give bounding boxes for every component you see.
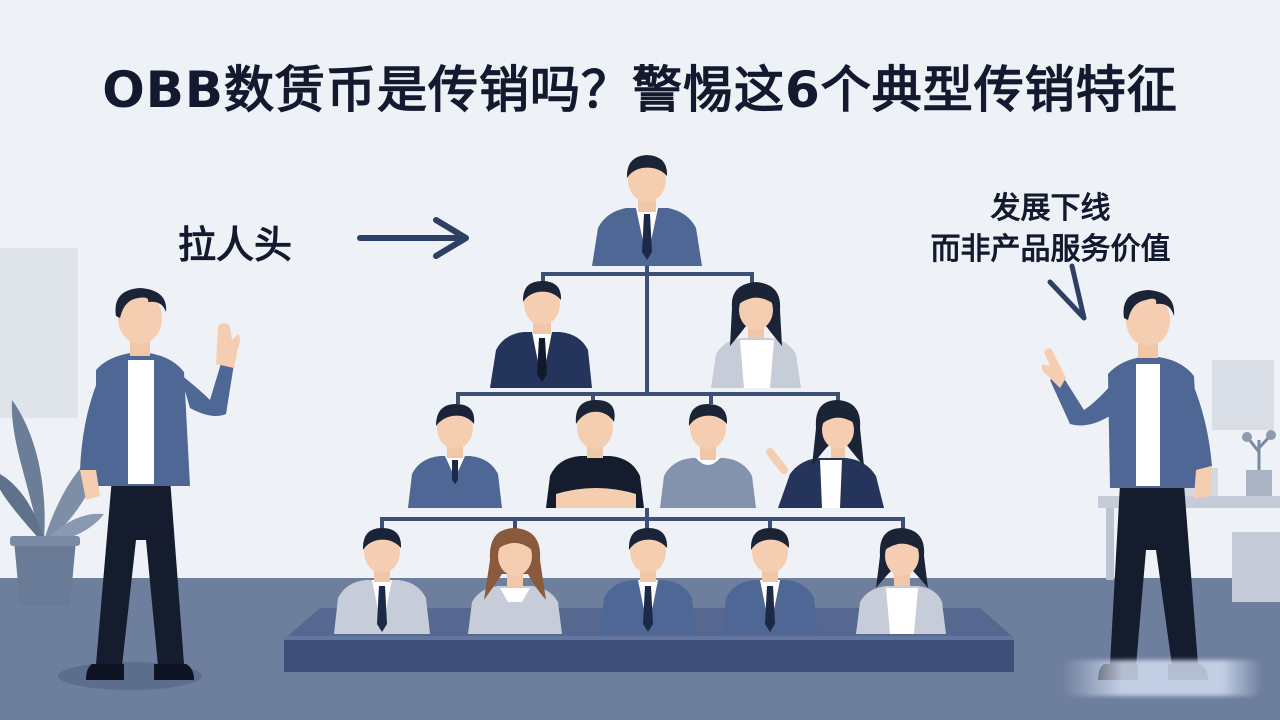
page-title: OBB数赁币是传销吗？警惕这6个典型传销特征 [102,61,1178,119]
person-level4-1 [334,528,430,634]
person-level4-4 [722,528,818,634]
label-recruit-heads: 拉人头 [178,223,293,267]
person-level4-woman [856,528,946,634]
person-level3-1 [408,404,502,508]
wall-frame-right [1212,360,1274,430]
label-right-line-2: 而非产品服务价值 [930,232,1171,267]
presenter-left [58,288,240,690]
person-level3-2 [546,400,644,508]
person-level4-woman-brown [468,528,562,634]
wall-panel-left [0,248,78,418]
person-level3-3 [660,404,756,508]
person-level3-woman [766,400,884,508]
label-downline-vs-value: 发展下线 而非产品服务价值 [908,188,1193,270]
checkmark-icon [1047,263,1087,321]
arrow-right-icon [357,217,469,259]
label-right-line-1: 发展下线 [990,191,1111,226]
person-top-leader [592,155,702,266]
person-level2-woman [711,282,801,388]
watermark-blur [1062,660,1262,696]
person-level4-3 [600,528,696,634]
person-level2-man [490,281,592,388]
potted-plant-icon [1242,430,1276,496]
